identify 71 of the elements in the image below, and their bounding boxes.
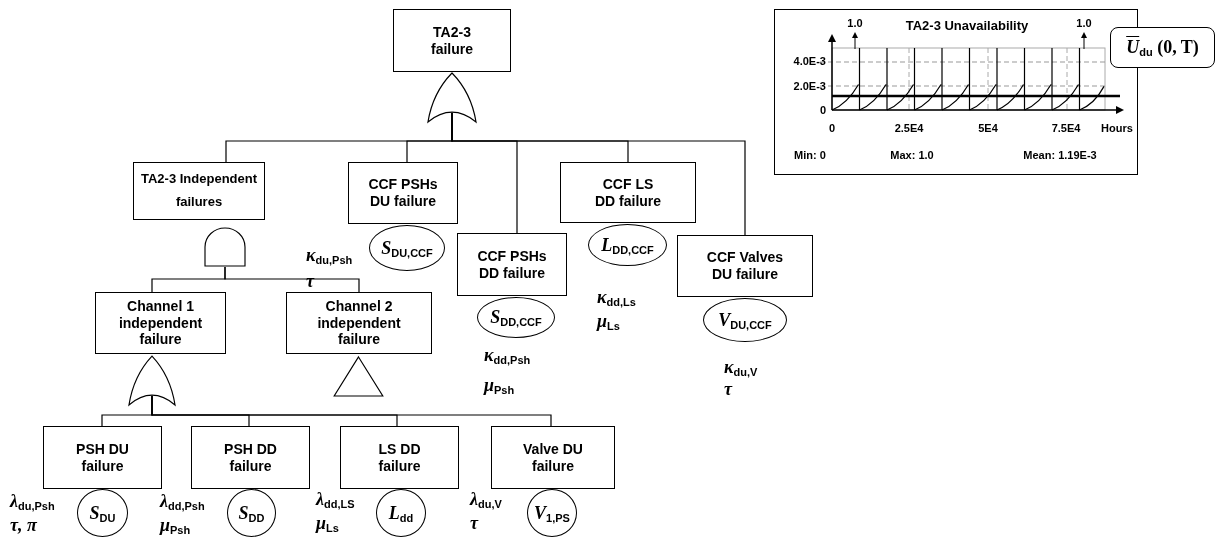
parameter-label: τ (470, 514, 478, 532)
event-box (348, 162, 458, 224)
parameter-label: λ$_{dd,LS}$ (316, 490, 355, 508)
event-label: TA2-3 failure (430, 23, 474, 58)
event-symbol: V$_{1,PS}$ (534, 502, 570, 524)
event-label: CCF LS DD failure (593, 175, 663, 210)
tick-label: 0 (819, 104, 826, 116)
parameter-label: μ$_{Psh}$ (484, 376, 515, 394)
callout-label: U$_{du}$ (0, T) (1126, 37, 1199, 58)
event-box (133, 162, 265, 220)
event-label: Valve DU failure (522, 440, 584, 475)
event-box (457, 233, 567, 296)
event-symbol: S$_{DU,CCF}$ (381, 237, 433, 259)
and-gate-symbol (204, 227, 246, 267)
basic-event-circle (376, 489, 426, 537)
event-label: Channel 1 independent failure (117, 297, 204, 349)
parameter-label: κ$_{dd,Ls}$ (597, 288, 636, 306)
parameter-label: μ$_{Ls}$ (316, 514, 339, 532)
parameter-label: λ$_{du,V}$ (470, 490, 502, 508)
parameter-label: κ$_{du,Psh}$ (306, 246, 353, 264)
event-symbol: L$_{DD,CCF}$ (601, 234, 654, 256)
or-gate-symbol (427, 72, 477, 123)
basic-event-circle (77, 489, 128, 537)
tick-label: 2.0E-3 (793, 80, 826, 92)
parameter-label: μ$_{Ls}$ (597, 312, 620, 330)
event-label: TA2-3 Independent failures (139, 170, 258, 211)
parameter-label: τ (724, 380, 732, 398)
tick-label: 2.5E4 (894, 122, 924, 134)
event-box (191, 426, 310, 489)
event-label: CCF Valves DU failure (705, 249, 785, 283)
parameter-label: τ, π (10, 516, 37, 534)
parameter-label: κ$_{du,V}$ (724, 358, 758, 376)
spike-value-label: 1.0 (1076, 17, 1092, 29)
event-box (43, 426, 162, 489)
event-symbol: L$_{dd}$ (388, 502, 414, 524)
parameter-label: λ$_{dd,Psh}$ (160, 492, 205, 510)
event-label: PSH DU failure (75, 440, 130, 475)
event-label: Channel 2 independent failure (316, 297, 402, 349)
stat-label: Max: 1.0 (890, 149, 934, 161)
event-label: CCF PSHs DD failure (476, 247, 548, 282)
spike-value-label: 1.0 (847, 17, 863, 29)
event-label: CCF PSHs DU failure (367, 176, 439, 210)
basic-event-circle (227, 489, 276, 537)
parameter-label: κ$_{dd,Psh}$ (484, 346, 531, 364)
connector-line (224, 266, 360, 293)
event-symbol: S$_{DD,CCF}$ (490, 307, 542, 328)
event-label: PSH DD failure (223, 440, 278, 475)
event-box (491, 426, 615, 489)
event-box (340, 426, 459, 489)
parameter-label: λ$_{du,Psh}$ (10, 492, 55, 510)
or-gate-symbol (128, 355, 176, 406)
event-label: LS DD failure (377, 440, 422, 475)
stat-label: Mean: 1.19E-3 (1023, 149, 1097, 161)
tick-label: 7.5E4 (1051, 122, 1081, 134)
event-box (677, 235, 813, 297)
stat-label: Min: 0 (794, 149, 826, 161)
tick-label: 4.0E-3 (793, 55, 826, 67)
connector-line (151, 395, 552, 427)
chart-title: TA2-3 Unavailability (905, 18, 1029, 32)
event-symbol: S$_{DU}$ (89, 502, 116, 524)
parameter-label: τ (306, 272, 314, 290)
tick-label: 0 (828, 122, 836, 134)
callout-bubble (1110, 27, 1215, 68)
event-symbol: V$_{DU,CCF}$ (718, 309, 772, 331)
transfer-triangle (333, 356, 384, 397)
event-symbol: S$_{DD}$ (238, 502, 265, 524)
parameter-label: μ$_{Psh}$ (160, 516, 191, 534)
event-box (560, 162, 696, 223)
axis-label: Hours (1101, 122, 1133, 134)
tick-label: 5E4 (978, 122, 998, 134)
basic-event-circle (527, 489, 577, 537)
